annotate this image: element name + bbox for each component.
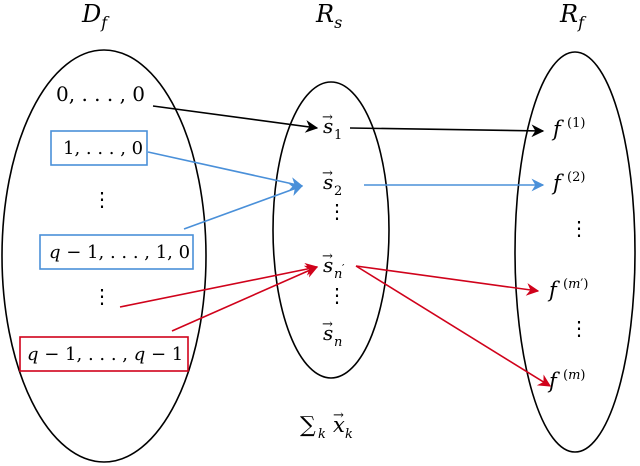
- svg-text:s: s: [323, 114, 333, 138]
- svg-text:k: k: [345, 427, 353, 442]
- domain-box-one: [50, 130, 148, 166]
- domain-item-q-all: q − 1, . . . , q − 1: [27, 344, 183, 365]
- domain-box-q-mixed: [39, 234, 194, 270]
- arrow-dots-to-snprime: [119, 263, 319, 308]
- state-s-nprime: s → n ′: [322, 249, 345, 282]
- svg-text:f: f: [551, 117, 564, 141]
- svg-text:(1): (1): [567, 116, 585, 131]
- arrow-snprime-to-fmprime: [355, 265, 540, 296]
- svg-text:→: →: [333, 408, 344, 423]
- svg-text:f: f: [547, 278, 560, 302]
- svg-text:s: s: [323, 253, 333, 277]
- svg-text:→: →: [322, 166, 333, 181]
- svg-text:(m′): (m′): [563, 277, 588, 292]
- function-fm: f (m): [547, 368, 585, 393]
- state-sn: s → n: [322, 317, 342, 350]
- svg-text:f: f: [547, 369, 560, 393]
- svg-text:→: →: [322, 317, 333, 332]
- svg-text:2: 2: [334, 184, 342, 199]
- range-f-title: Rf: [559, 0, 587, 32]
- range-s-ellipse: [272, 81, 390, 379]
- function-f1: f (1): [551, 116, 585, 141]
- state-s1: s → 1: [322, 110, 342, 143]
- domain-dots-1: ⋮: [92, 187, 112, 211]
- svg-text:n: n: [334, 267, 342, 282]
- svg-text:x: x: [333, 413, 345, 437]
- function-dots-1: ⋮: [569, 216, 589, 240]
- function-f-mprime: f (m′): [547, 277, 588, 302]
- arrow-s1-to-f1: [349, 124, 545, 138]
- domain-box-q-all: [19, 336, 189, 372]
- svg-text:f: f: [551, 171, 564, 195]
- svg-text:∑: ∑: [300, 413, 316, 438]
- state-dots-1: ⋮: [327, 199, 347, 223]
- domain-ellipse: [1, 49, 207, 463]
- svg-text:(m): (m): [563, 368, 585, 383]
- domain-title: Df: [81, 0, 110, 32]
- domain-item-one: 1, . . . , 0: [63, 138, 143, 159]
- svg-text:s: s: [323, 170, 333, 194]
- state-dots-2: ⋮: [327, 283, 347, 307]
- range-s-title: Rs: [315, 0, 342, 32]
- svg-text:k: k: [318, 427, 326, 442]
- svg-text:′: ′: [342, 262, 345, 275]
- domain-item-q-mixed: q − 1, . . . , 1, 0: [49, 242, 190, 263]
- arrow-qall-to-snprime: [171, 265, 319, 332]
- function-f2: f (2): [551, 170, 585, 195]
- svg-text:1: 1: [334, 128, 342, 143]
- svg-text:→: →: [322, 249, 333, 264]
- arrow-zero-to-s1: [152, 105, 319, 133]
- range-f-ellipse: [514, 51, 636, 453]
- svg-text:s: s: [323, 321, 333, 345]
- svg-text:→: →: [322, 110, 333, 125]
- state-s2: s → 2: [322, 166, 342, 199]
- svg-text:(2): (2): [567, 170, 585, 185]
- arrow-one-to-s2: [147, 151, 304, 190]
- domain-item-zero: 0, . . . , 0: [56, 82, 145, 106]
- sum-label: ∑ k x → k: [300, 408, 353, 442]
- svg-text:n: n: [334, 335, 342, 350]
- arrow-qmixed-to-s2: [183, 183, 304, 230]
- domain-dots-2: ⋮: [92, 284, 112, 308]
- function-dots-2: ⋮: [569, 316, 589, 340]
- arrow-snprime-to-fm: [355, 265, 552, 387]
